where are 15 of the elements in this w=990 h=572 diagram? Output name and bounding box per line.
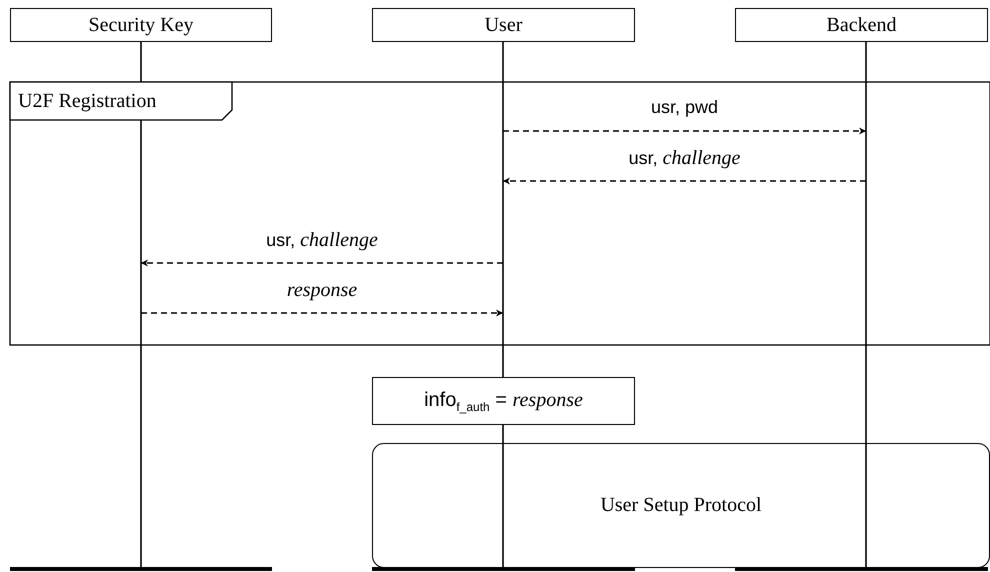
- message-label: usr, challenge: [266, 229, 378, 252]
- message-label: usr, challenge: [628, 147, 740, 170]
- lifeline-header-box: Backend: [735, 8, 988, 42]
- message-arrow: [141, 260, 503, 266]
- fragment-title-tab: U2F Registration: [10, 82, 232, 120]
- message-arrow: [141, 310, 503, 316]
- note-box: info$_{f_auth}$ = response: [372, 377, 635, 425]
- lifeline-header-box: Security Key: [10, 8, 272, 42]
- lifeline-header-box: User: [372, 8, 635, 42]
- message-arrow: [503, 178, 866, 184]
- message-label: response: [286, 279, 358, 302]
- lifeline: [863, 42, 869, 567]
- message-arrow: [503, 128, 866, 134]
- message-label: usr, pwd: [650, 97, 718, 118]
- process-box: User Setup Protocol: [372, 443, 990, 568]
